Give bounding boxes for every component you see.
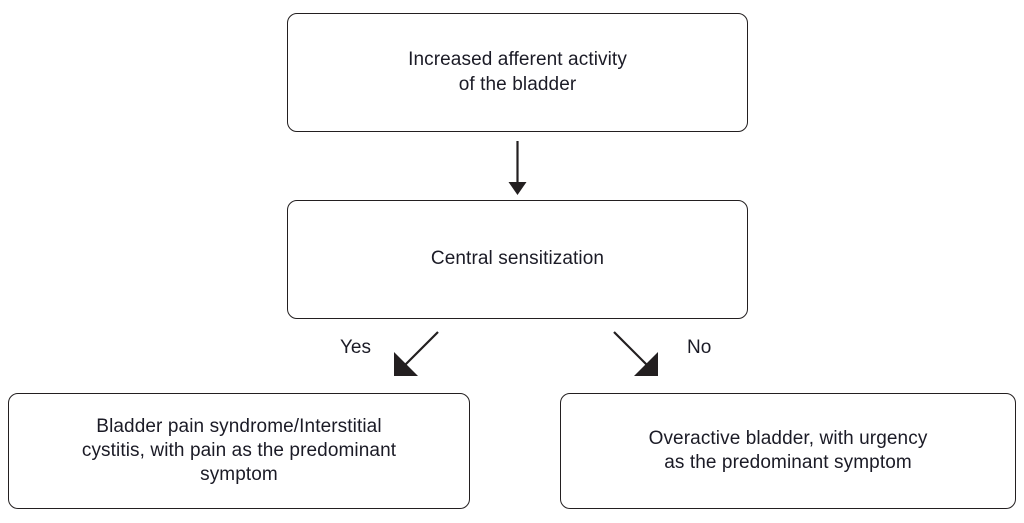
edge-label-no: No (687, 337, 712, 358)
arrow-down-icon (508, 141, 527, 195)
arrow-down-right-icon (613, 331, 658, 376)
node-central-sensitization: Central sensitization (287, 200, 748, 319)
node-label: Bladder pain syndrome/Interstitial cysti… (81, 415, 397, 486)
node-label: Overactive bladder, with urgency as the … (648, 427, 928, 473)
node-overactive-bladder: Overactive bladder, with urgency as the … (560, 393, 1016, 509)
node-increased-afferent-activity: Increased afferent activity of the bladd… (287, 13, 748, 132)
node-label: Central sensitization (430, 248, 605, 270)
arrow-down-left-icon (394, 331, 439, 376)
node-bladder-pain-syndrome: Bladder pain syndrome/Interstitial cysti… (8, 393, 470, 509)
edge-label-yes: Yes (340, 337, 371, 358)
node-label: Increased afferent activity of the bladd… (408, 49, 627, 95)
